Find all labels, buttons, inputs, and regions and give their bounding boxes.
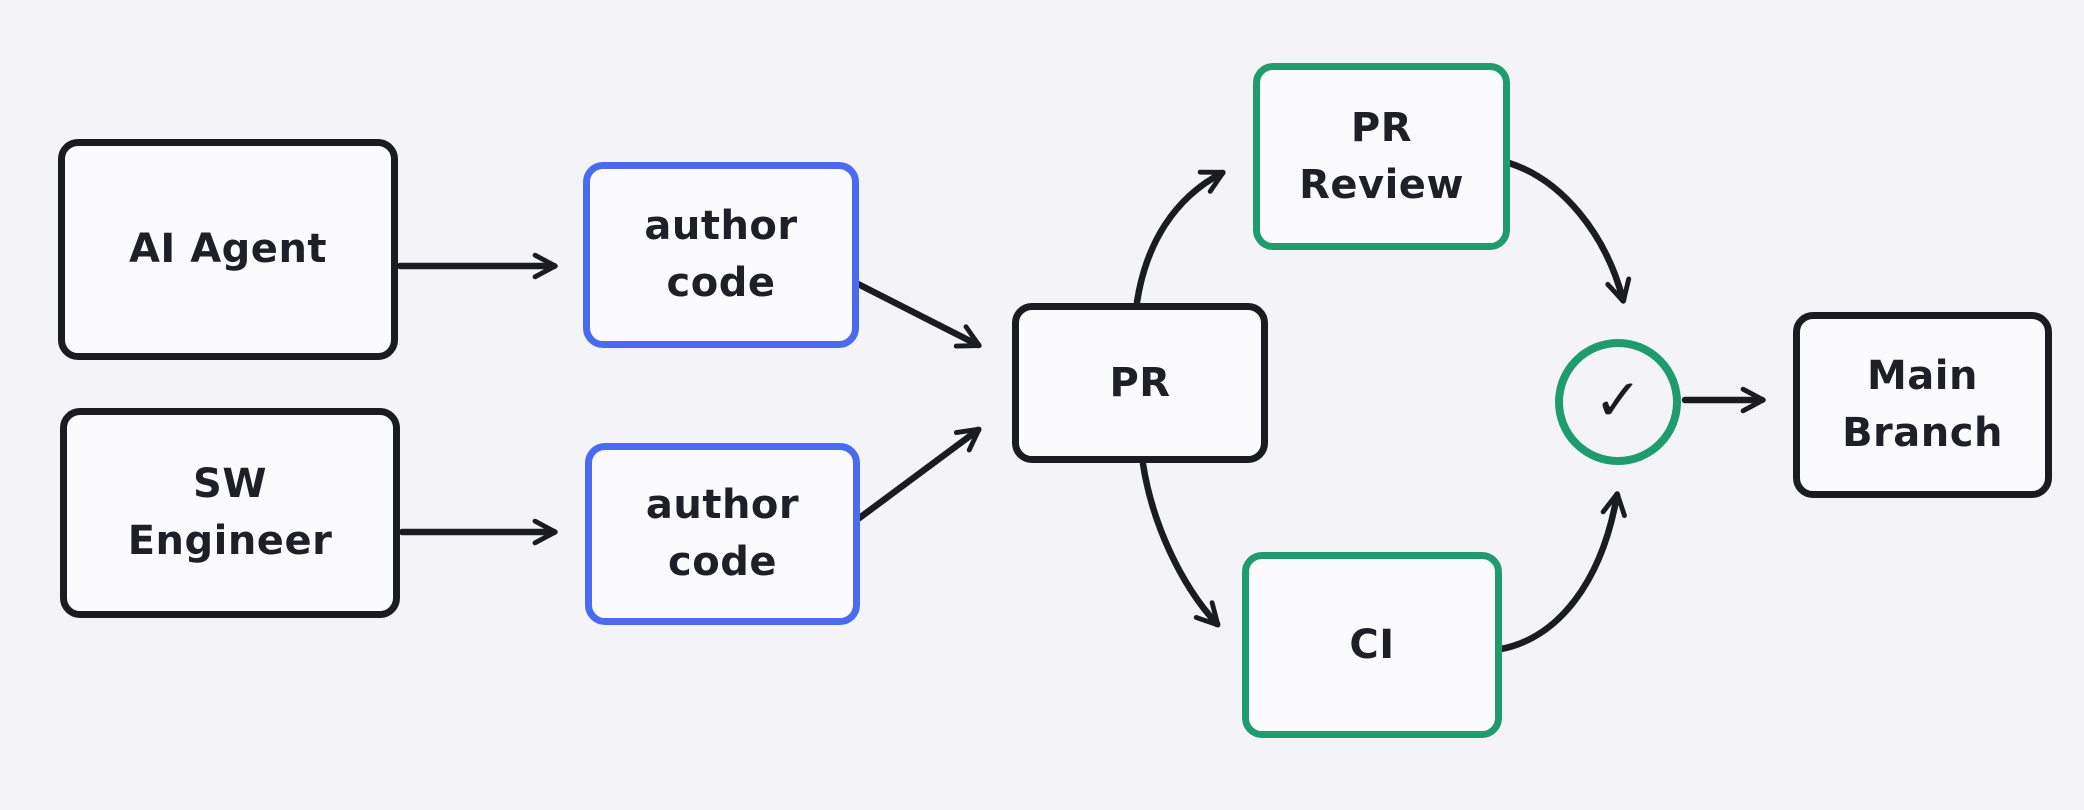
edge-author-code-top-to-pr[interactable]	[854, 280, 982, 349]
node-pr[interactable]: PR	[1012, 303, 1268, 463]
edge-pr-to-ci[interactable]	[1139, 460, 1221, 628]
edge-ci-to-check[interactable]	[1497, 491, 1627, 653]
check-icon: ✓	[1593, 366, 1643, 434]
node-sw-engineer[interactable]: SW Engineer	[60, 408, 400, 618]
node-ai-agent-label: AI Agent	[128, 226, 328, 273]
node-ai-agent[interactable]: AI Agent	[58, 139, 398, 360]
node-main-branch[interactable]: Main Branch	[1793, 312, 2052, 498]
node-author-code-bottom[interactable]: author code	[585, 443, 860, 625]
node-author-code-bottom-label: author code	[645, 482, 800, 585]
edge-pr-review-to-check[interactable]	[1505, 159, 1632, 304]
node-main-branch-label: Main Branch	[1842, 353, 2003, 456]
node-check-circle[interactable]: ✓	[1555, 339, 1681, 465]
edge-pr-to-pr-review[interactable]	[1133, 169, 1226, 306]
node-pr-label: PR	[1109, 359, 1171, 406]
edge-author-code-bottom-to-pr[interactable]	[854, 426, 982, 523]
node-sw-engineer-label: SW Engineer	[127, 461, 333, 564]
node-ci-label: CI	[1349, 621, 1395, 668]
node-author-code-top[interactable]: author code	[583, 162, 859, 348]
node-pr-review[interactable]: PR Review	[1253, 63, 1510, 250]
node-author-code-top-label: author code	[644, 203, 798, 306]
node-pr-review-label: PR Review	[1299, 104, 1464, 208]
node-ci[interactable]: CI	[1242, 552, 1502, 738]
